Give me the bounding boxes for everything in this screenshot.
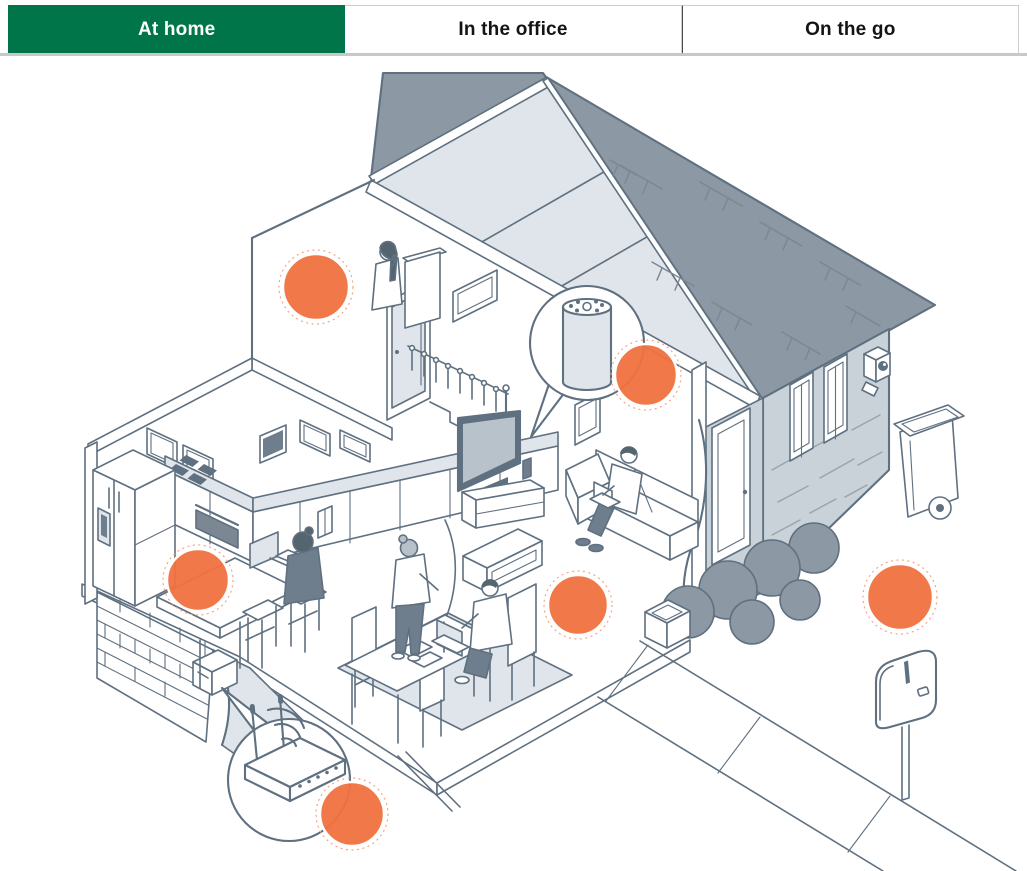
hotspot-ring-wifi-router [315,777,389,851]
security-camera-icon [861,346,891,397]
dining-area [337,519,573,748]
tab-in-the-office[interactable]: In the office [345,5,682,53]
staircase-railing [407,344,510,472]
hotspot-ring-front-yard [862,559,938,635]
kitchen [84,419,559,689]
porch-step [644,599,691,649]
window-upper-right-2 [823,353,848,444]
upstairs-window [452,269,498,323]
loft-parapet [402,247,447,329]
wifi-router-icon [243,693,347,803]
side-speaker [522,457,532,480]
media-console [461,479,545,529]
woman-at-island [269,526,325,605]
home-cutaway-illustration [81,71,1017,871]
woman-on-phone [371,240,403,311]
refrigerator [92,449,176,607]
stove [169,455,217,485]
hotspot-ring-smart-speaker [610,339,682,411]
hotspot-kitchen-island[interactable] [165,547,231,613]
hotspot-smart-speaker[interactable] [613,342,679,408]
hotspot-front-yard[interactable] [865,562,935,632]
seated-man [454,579,537,701]
hotspot-ring-kitchen-island [162,544,234,616]
mailbox [874,649,938,801]
living-room [456,391,699,561]
counter-tablet [259,424,287,464]
window-upper-right-1 [789,371,814,462]
sidewalk [597,640,1017,871]
bar-stool-1 [242,599,284,669]
hotspot-layer [162,249,938,851]
smart-speaker-icon [561,297,613,392]
roof-shingles [609,159,881,361]
front-door [711,407,751,566]
hand-towel [317,505,333,539]
sideboard [462,528,543,593]
hotspot-wifi-router[interactable] [318,780,386,848]
tab-bar: At home In the office On the go [0,0,1027,56]
laptop-dining [431,619,470,657]
yard [644,404,965,801]
hotspot-living-room[interactable] [546,573,610,637]
illustration-stage [0,56,1027,871]
tab-on-the-go[interactable]: On the go [681,5,1019,53]
hotspot-ring-living-room [543,570,613,640]
tab-at-home[interactable]: At home [8,5,346,53]
trash-bin [893,404,965,520]
utility-box [192,649,238,696]
hotspot-upstairs-hallway[interactable] [281,252,351,322]
upstairs [87,178,510,472]
oven [194,503,240,549]
hotspot-ring-upstairs-hallway [278,249,354,325]
tv [456,409,522,495]
exterior-right-wall [682,327,891,627]
standing-woman [391,534,439,662]
man-on-couch [575,446,643,553]
